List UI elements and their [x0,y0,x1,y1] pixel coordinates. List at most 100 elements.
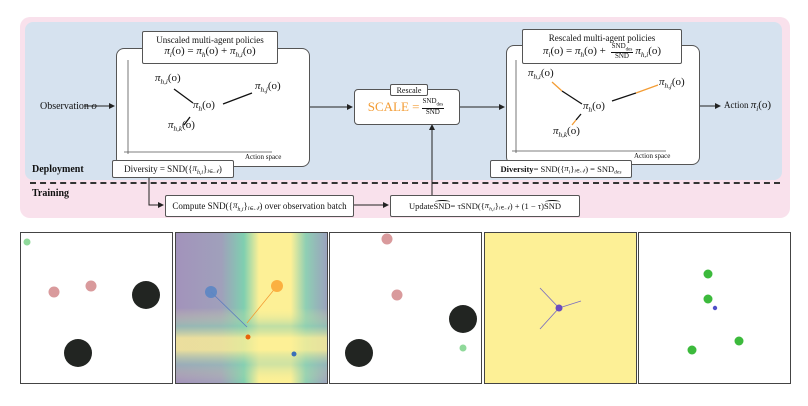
edge-h-j-scaled [635,84,659,94]
formula-part: πh,i [528,67,541,82]
formula-part: des [614,169,622,176]
obstacle [345,339,373,367]
formula-part: } [570,164,575,174]
formula-part: SND [543,201,561,211]
formula-part: ) = SND [585,164,615,174]
formula-part: Diversity [500,164,534,174]
unscaled-title-box: Unscaled multi-agent policies πi(o) = πh… [142,31,278,64]
formula-part: πh,i [155,72,168,87]
formula-part: (o) [202,99,215,111]
formula-part: } [494,201,499,211]
node-pi-h-j: πh,j(o) [659,76,685,90]
formula-part: ) over observation batch [259,201,347,211]
action-output: Action πi(o) [724,99,772,114]
node-pi-h-j: πh,j(o) [255,80,281,94]
formula-part: i∈𝒩 [207,168,219,175]
observation-label: Observation o [40,100,97,112]
arrow-to-compute [148,176,164,208]
compute-snd-box: Compute SND({πh,i}i∈𝒩) over observation … [165,195,354,217]
edge-h-j [222,92,253,105]
formula-part: πi [564,162,571,176]
env-frame-5 [638,232,791,384]
action-space-label: Action space [245,153,282,161]
node-pi-h-i: πh,i(o) [528,67,554,81]
formula-part: πi [542,45,551,60]
agent [381,233,393,245]
formula-part: } [243,201,248,211]
formula-part: (o) [540,67,554,79]
goal [459,344,467,352]
rescaled-action-space-plot [512,60,666,153]
edge-h-k-scaled [571,119,577,126]
formula-part: ) + (1 − τ) [509,201,544,211]
formula-part: (o) + [584,45,609,58]
agent-heading [246,285,278,324]
obstacle [64,339,92,367]
agent [687,345,697,355]
agent [48,286,60,298]
agent [555,304,563,312]
edge-h-k [575,113,582,121]
formula-part: SND [433,201,451,211]
rescale-tab: Rescale [390,84,428,96]
agent [85,280,97,292]
agent [734,336,744,346]
formula-part: πh,i [229,45,243,60]
formula-part: Update [408,201,434,211]
obstacle [132,281,160,309]
rescaled-title-box: Rescaled multi-agent policies πi(o) = πh… [522,29,682,64]
formula-part: Diversity = SND({ [124,164,193,174]
connectors [84,103,721,208]
unscaled-diversity-box: Diversity = SND({πh,i}i∈𝒩) [112,160,234,178]
edge-h-i [173,88,194,104]
unscaled-policy-panel [116,48,310,167]
unscaled-action-space-plot [124,60,272,154]
formula-part: πh,i [635,45,649,60]
edge-h-j [611,92,637,102]
agent-heading [539,287,560,309]
formula-part: (o) [167,72,181,84]
obstacle [449,305,477,333]
formula-part: i∈𝒩 [247,205,260,212]
formula-part: (o) [242,45,256,58]
formula-part: = SND({ [533,164,565,174]
formula-part: πh,j [659,76,672,91]
agent [271,280,283,292]
formula-part: πh [583,100,593,115]
goal [23,238,31,246]
formula-part: πh,i [484,199,495,213]
agent [703,294,713,304]
formula-part: πh,i [232,199,244,213]
formula-part: πh,j [255,80,268,95]
formula-part: ) [218,164,222,174]
agent-heading [539,307,560,330]
formula-part: πh,k [553,125,568,140]
training-label: Training [32,188,70,199]
formula-part: (o) + [205,45,230,58]
formula-part: = τSND({ [450,201,485,211]
env-frame-3 [329,232,482,384]
formula-part: πh,i [192,162,204,176]
node-pi-h-k: πh,k(o) [168,119,195,133]
edge-h-i [561,90,583,105]
env-frame-4-heatmap [484,232,637,384]
action-space-label: Action space [634,152,671,160]
formula-part: i∈𝒩 [498,205,510,212]
goal [712,305,718,311]
deployment-label: Deployment [32,164,84,175]
node-pi-h: πh(o) [583,100,605,114]
goal [245,334,251,340]
formula-part: (o) [567,125,580,137]
formula-part: Compute SND({ [172,201,233,211]
formula-part: i∈𝒩 [574,168,586,175]
node-pi-h-k: πh,k(o) [553,125,580,139]
formula-part: } [203,164,208,174]
edge-h-i-scaled [551,81,563,92]
formula-part: πh,k [168,119,183,134]
agent-heading [210,291,248,328]
formula-part: πh [196,45,206,60]
